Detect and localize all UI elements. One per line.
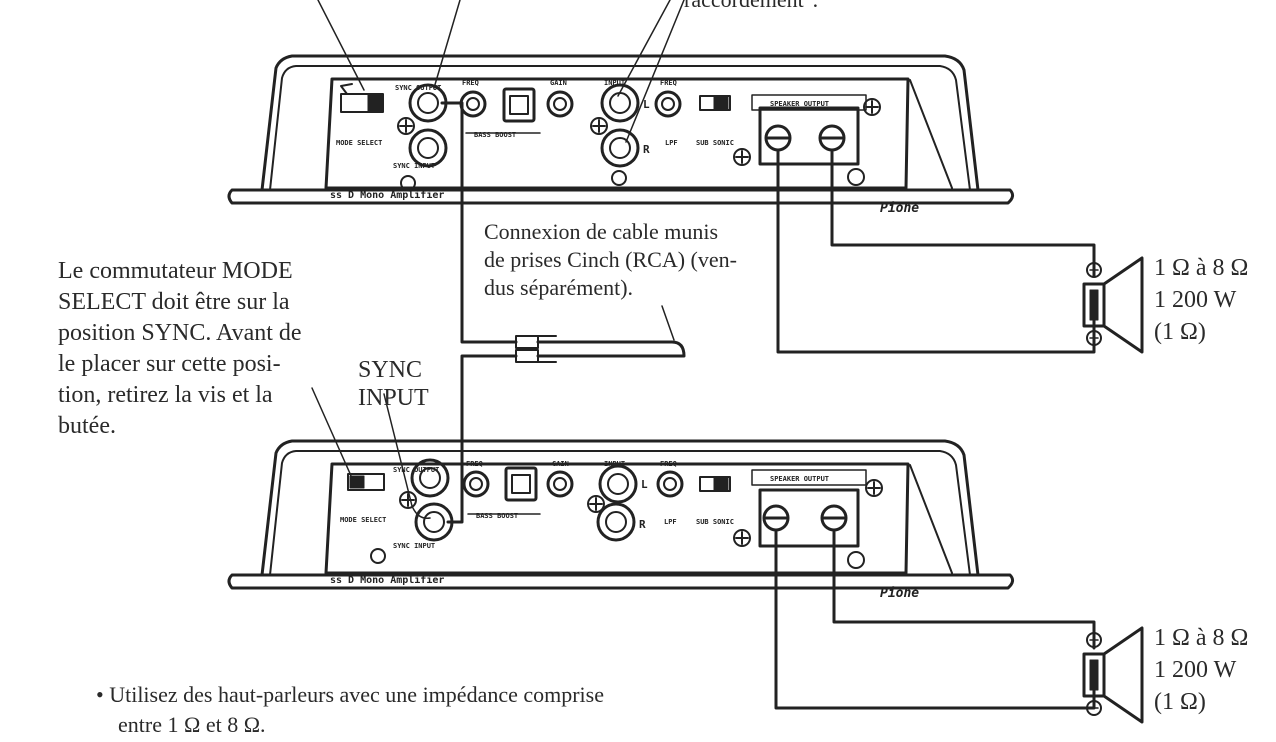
panel-label-gain: GAIN — [550, 79, 567, 87]
panel-label-mode-select: MODE SELECT — [336, 139, 382, 147]
sync-input-line: INPUT — [358, 385, 429, 411]
mode-note-line: SELECT doit être sur la — [58, 289, 290, 315]
panel-label-brand-2: Pione — [880, 586, 919, 601]
mode-note-line: tion, retirez la vis et la — [58, 382, 273, 408]
cable-note-line: de prises Cinch (RCA) (ven- — [484, 247, 737, 272]
panel-label-lpf: LPF — [665, 139, 678, 147]
cable-note-line: dus séparément). — [484, 275, 634, 300]
panel-label-freq: FREQ — [462, 79, 479, 87]
amplifier-master — [227, 54, 1015, 205]
cable-note-line: Connexion de cable munis — [484, 219, 719, 244]
panel-label-speaker-output-2: SPEAKER OUTPUT — [770, 475, 829, 483]
panel-label-input-2: INPUT — [604, 460, 625, 468]
bullet-line: • Utilisez des haut-parleurs avec une im… — [96, 682, 604, 707]
panel-label-sub-sonic-2: SUB SONIC — [696, 518, 734, 526]
speaker-power: 1 200 W — [1154, 657, 1237, 683]
panel-label-model: ss D Mono Amplifier — [330, 189, 444, 201]
speaker-wires-top — [776, 148, 1096, 354]
mode-note-line: butée. — [58, 413, 116, 439]
speaker-icon-bottom — [1082, 626, 1144, 724]
panel-label-freq-lpf-2: FREQ — [660, 460, 677, 468]
speaker-rated-impedance: (1 Ω) — [1154, 689, 1206, 715]
speaker-spec-top: 1 Ω à 8 Ω 1 200 W (1 Ω) — [1154, 252, 1248, 348]
speaker-icon-top — [1082, 256, 1144, 354]
sync-input-line: SYNC — [358, 357, 423, 383]
callout-lines — [311, 0, 685, 519]
sync-input-label: SYNC INPUT — [358, 356, 429, 412]
mode-note-line: position SYNC. Avant de — [58, 320, 302, 346]
speaker-impedance: 1 Ω à 8 Ω — [1154, 255, 1249, 281]
panel-label-mode-select-2: MODE SELECT — [340, 516, 386, 524]
top-caption: raccordement". — [684, 0, 818, 14]
panel-label-R-2: R — [639, 518, 646, 531]
panel-labels: SYNC OUTPUT SYNC INPUT FREQ GAIN INPUT F… — [330, 79, 919, 601]
speaker-rated-impedance: (1 Ω) — [1154, 319, 1206, 345]
panel-label-sync-output-2: SYNC OUTPUT — [393, 466, 439, 474]
panel-label-input: INPUT — [604, 79, 625, 87]
panel-label-L: L — [643, 98, 650, 111]
panel-label-lpf-2: LPF — [664, 518, 677, 526]
panel-label-sync-input: SYNC INPUT — [393, 162, 435, 170]
panel-label-sync-output: SYNC OUTPUT — [395, 84, 441, 92]
mode-note-line: le placer sur cette posi- — [58, 351, 281, 377]
panel-label-freq-2: FREQ — [466, 460, 483, 468]
speaker-spec-bottom: 1 Ω à 8 Ω 1 200 W (1 Ω) — [1154, 622, 1248, 718]
impedance-bullet: • Utilisez des haut-parleurs avec une im… — [96, 680, 604, 740]
panel-label-brand: Pione — [880, 201, 919, 216]
speaker-wires-bottom — [774, 528, 1096, 710]
panel-label-model-2: ss D Mono Amplifier — [330, 574, 444, 586]
mode-select-note: Le commutateur MODE SELECT doit être sur… — [58, 256, 302, 442]
panel-label-sync-input-2: SYNC INPUT — [393, 542, 435, 550]
mode-note-line: Le commutateur MODE — [58, 258, 293, 284]
panel-label-speaker-output: SPEAKER OUTPUT — [770, 100, 829, 108]
panel-label-bass-boost-2: BASS BOOST — [476, 512, 518, 520]
panel-label-sub-sonic: SUB SONIC — [696, 139, 734, 147]
speaker-impedance: 1 Ω à 8 Ω — [1154, 625, 1249, 651]
panel-label-bass-boost: BASS BOOST — [474, 131, 516, 139]
panel-label-R: R — [643, 143, 650, 156]
cable-note: Connexion de cable munis de prises Cinch… — [484, 218, 737, 302]
speaker-power: 1 200 W — [1154, 287, 1237, 313]
panel-label-gain-2: GAIN — [552, 460, 569, 468]
panel-label-L-2: L — [641, 478, 648, 491]
panel-label-freq-lpf: FREQ — [660, 79, 677, 87]
rca-cable — [440, 101, 686, 524]
amplifier-slave — [227, 439, 1015, 590]
bullet-line: entre 1 Ω et 8 Ω. — [118, 712, 266, 737]
